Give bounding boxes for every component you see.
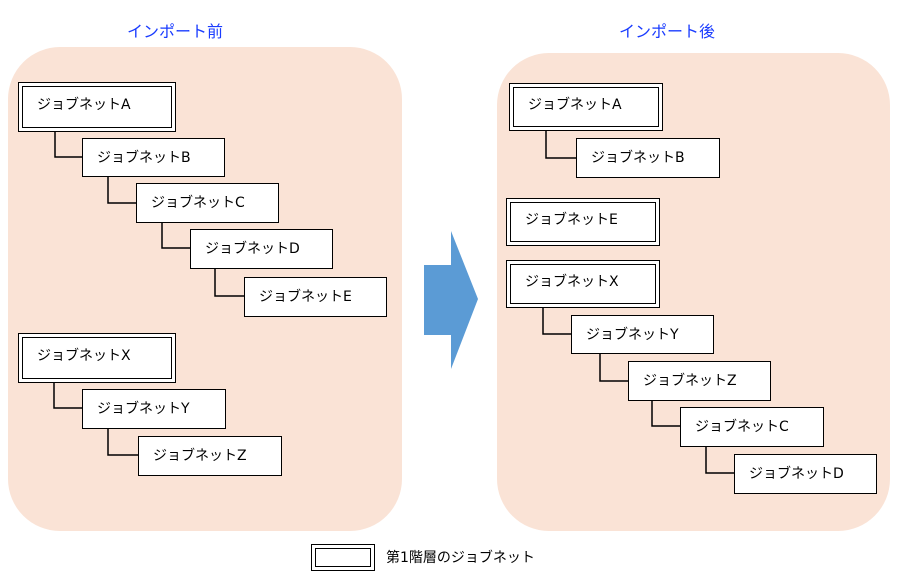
- before-node-c: ジョブネットC: [136, 183, 279, 223]
- after-node-b: ジョブネットB: [576, 138, 720, 178]
- before-node-y: ジョブネットY: [82, 389, 226, 429]
- after-node-y: ジョブネットY: [571, 315, 714, 354]
- before-node-d: ジョブネットD: [190, 229, 333, 269]
- legend-label: 第1階層のジョブネット: [386, 550, 535, 566]
- legend-symbol: [311, 544, 375, 571]
- after-node-d: ジョブネットD: [734, 454, 877, 494]
- after-node-c: ジョブネットC: [680, 407, 824, 447]
- after-node-a: ジョブネットA: [509, 83, 663, 131]
- before-node-x: ジョブネットX: [18, 333, 176, 383]
- before-node-a: ジョブネットA: [18, 82, 176, 132]
- after-node-x: ジョブネットX: [506, 260, 660, 308]
- after-node-z: ジョブネットZ: [628, 361, 771, 401]
- before-node-b: ジョブネットB: [82, 138, 225, 177]
- before-node-e: ジョブネットE: [244, 277, 387, 317]
- after-title: インポート後: [619, 22, 716, 41]
- arrow-right-icon: [424, 231, 478, 369]
- before-node-z: ジョブネットZ: [138, 436, 282, 476]
- before-title: インポート前: [127, 22, 224, 41]
- after-node-e: ジョブネットE: [506, 198, 660, 246]
